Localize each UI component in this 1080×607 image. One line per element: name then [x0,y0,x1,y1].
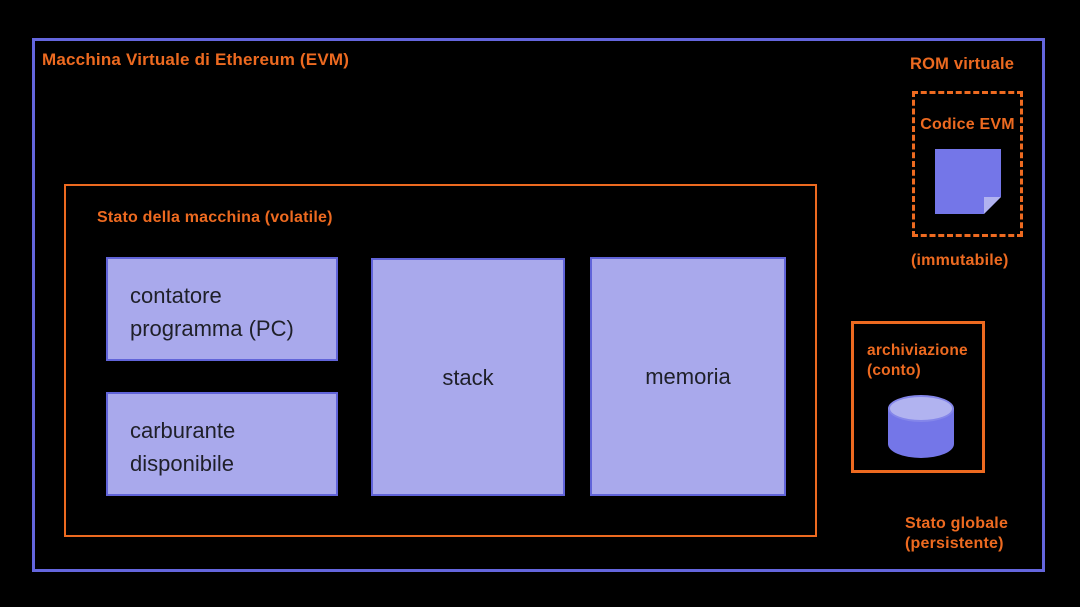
sticky-note-icon [935,149,1001,214]
evm-title: Macchina Virtuale di Ethereum (EVM) [42,50,350,69]
program-counter-box: contatore programma (PC) [106,257,338,361]
rom-virtual-label: ROM virtuale [910,55,1015,73]
available-gas-box: carburante disponibile [106,392,338,496]
sticky-note-fold [984,197,1001,214]
program-counter-label: contatore programma (PC) [130,283,294,341]
global-state-label: Stato globale (persistente) [905,515,1009,552]
immutable-label: (immutabile) [911,252,1009,269]
evm-boundary-box [32,38,1045,572]
machine-state-box [64,184,817,537]
evm-code-label: Codice EVM [920,116,1015,133]
database-cylinder-top [888,395,954,422]
memory-label: memoria [645,364,731,389]
database-cylinder-icon [888,395,954,458]
stack-label: stack [442,364,494,390]
available-gas-label: carburante disponibile [130,418,236,476]
stack-box: stack [371,258,565,496]
memory-box: memoria [590,257,786,496]
machine-state-label: Stato della macchina (volatile) [97,209,333,226]
evm-code-dashed-box: Codice EVM [912,91,1023,237]
account-storage-label: archiviazione (conto) [867,342,968,379]
account-storage-box: archiviazione (conto) [851,321,985,473]
